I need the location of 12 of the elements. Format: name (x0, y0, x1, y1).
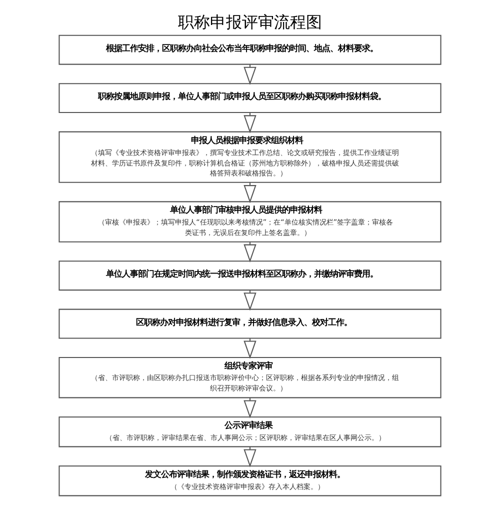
arrow (244, 398, 256, 418)
node-box: 公示评审结果 （省、市评职称，评审结果在省、市人事网公示；区评职称，评审结果在区人事网公示。） (58, 416, 442, 448)
node-box: 组织专家评审 （省、市评职称，由区职称办扎口报送市职称评价中心；区评职称，根据各系列专业的申报情况，组织召开职称评审会议。） (58, 357, 442, 398)
diagram-title: 职称申报评审流程图 (178, 12, 322, 32)
node-box: 申报人员根据申报要求组织材料 （填写《专业技术资格评审申报表》，撰写专业技术工作总结、论文或研究报告，提供工作业绩证明材料、学历证书原件及复印件，职称计算机合格证（苏州地方职称除外），破格申报人员还需提供破格答辩表和破格报告。） (58, 131, 442, 183)
node-box: 区职称办对申报材料进行复审，并做好信息录入、校对工作。 (58, 308, 442, 339)
node-box: 单位人事部门审核申报人员提供的申报材料 （审核《申报表》；填写申报人“任现职以来考核情况”；在“单位核实情况栏”签字盖章；审核各类证书，无误后在复印件上签名盖章。） (58, 201, 442, 242)
node-box: 根据工作安排，区职称办向社会公布当年职称申报的时间、地点、材料要求。 (58, 34, 442, 65)
node-box: 单位人事部门在规定时间内统一报送申报材料至区职称办，并缴纳评审费用。 (58, 260, 442, 291)
arrow (244, 242, 256, 262)
node-box: 发文公布评审结果，制作颁发资格证书，返还申报材料。 （《专业技术资格评审申报表》存入本人档案。） (58, 465, 442, 496)
node-box: 职称按属地原则申报，单位人事部门或申报人员至区职称办购买职称申报材料袋。 (58, 83, 442, 114)
